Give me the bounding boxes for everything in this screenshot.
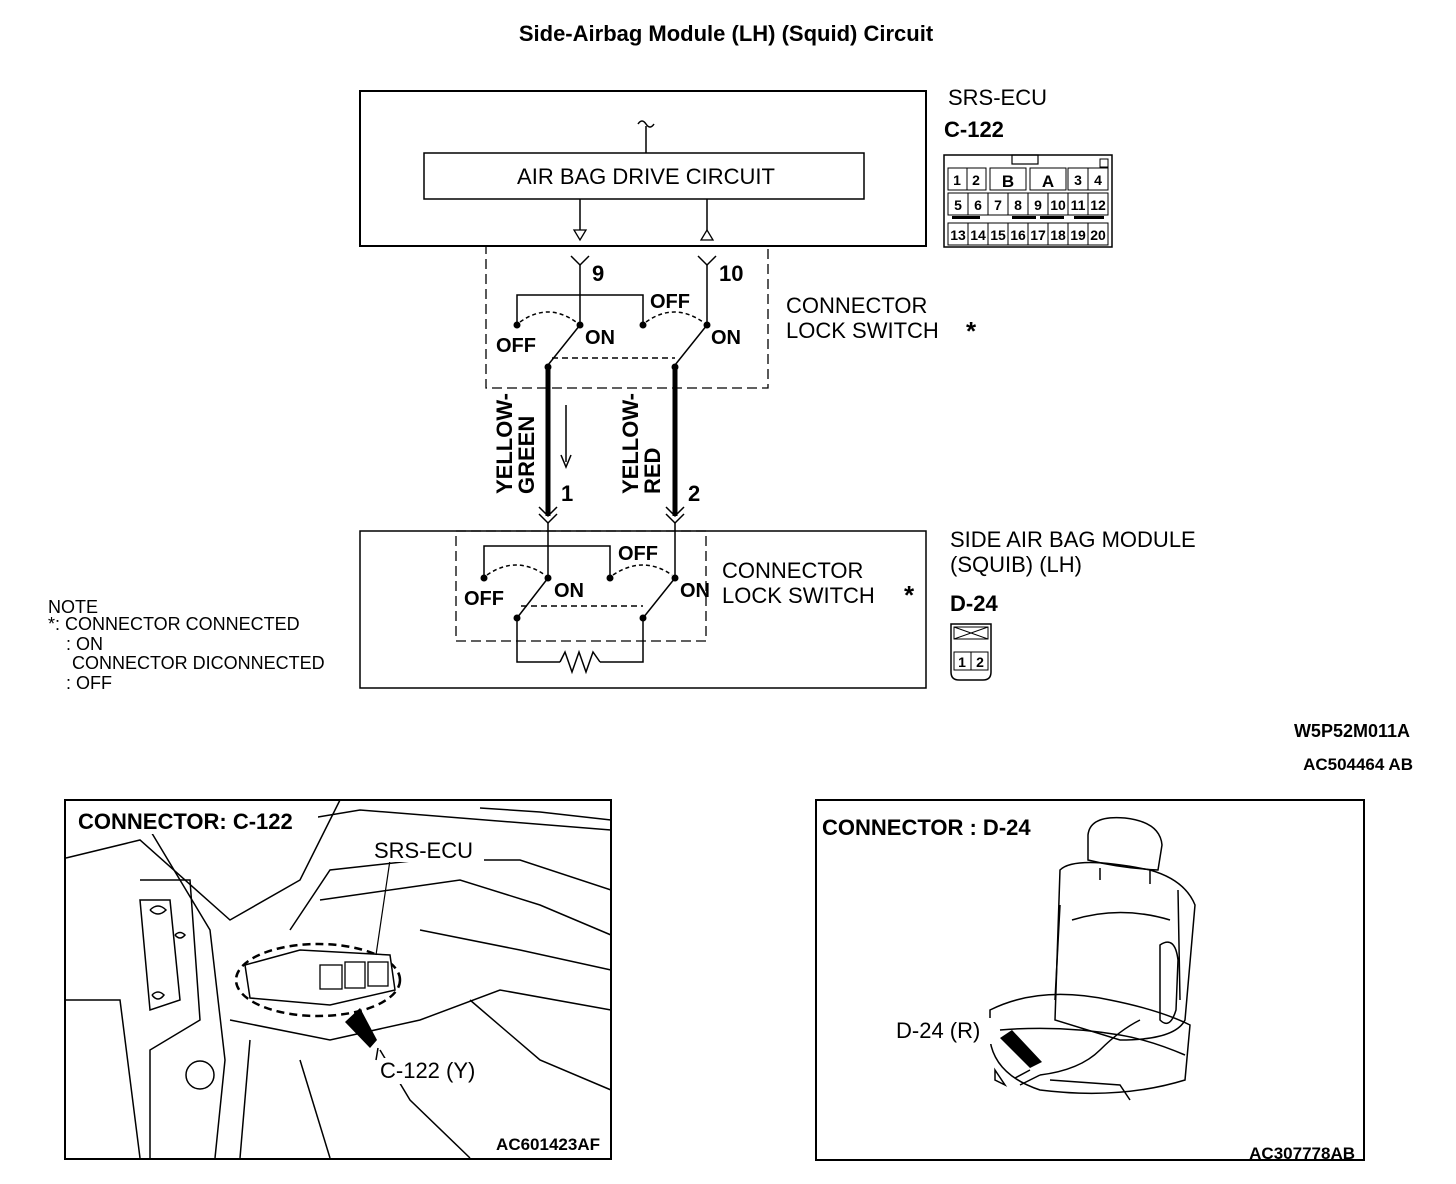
- svg-text:19: 19: [1070, 227, 1086, 243]
- bottom-on-2: ON: [680, 580, 710, 602]
- svg-text:11: 11: [1071, 197, 1086, 213]
- wire-label-left: YELLOW- GREEN: [492, 393, 539, 494]
- d24-pointer-arrow-icon: [1000, 1030, 1042, 1068]
- svg-text:4: 4: [1094, 172, 1102, 188]
- wire-pin-2-label: 2: [688, 481, 700, 506]
- top-on-1: ON: [585, 327, 615, 349]
- lock-switch-bottom-nodes: [480, 574, 679, 622]
- svg-text:*: CONNECTOR CONNECTED: *: CONNECTOR CONNECTED: [48, 614, 300, 634]
- top-off-1: OFF: [496, 335, 536, 357]
- svg-text:14: 14: [970, 227, 986, 243]
- drive-circuit-label: AIR BAG DRIVE CIRCUIT: [517, 164, 775, 189]
- module-name-2: (SQUIB) (LH): [950, 552, 1082, 577]
- photo-c122-ecu-label: SRS-ECU: [374, 838, 473, 863]
- top-lock-switch-asterisk: *: [966, 316, 977, 346]
- output-triangle-icon: [572, 229, 588, 242]
- svg-text:7: 7: [994, 197, 1002, 213]
- svg-text:1: 1: [953, 172, 961, 188]
- photo-c122-code: AC601423AF: [496, 1135, 600, 1154]
- svg-text:A: A: [1042, 172, 1054, 191]
- drive-circuit-box: [423, 152, 865, 200]
- figure-code: AC504464 AB: [1303, 755, 1413, 774]
- d24-pin-2: 2: [976, 654, 984, 670]
- c122-pin-labels: 1 2 B A 3 4 5 6 7 8 9 10 11 12 13 14 15 …: [950, 172, 1106, 243]
- photo-c122-heading: CONNECTOR: C-122: [78, 809, 293, 834]
- svg-text:3: 3: [1074, 172, 1082, 188]
- svg-text:16: 16: [1010, 227, 1026, 243]
- svg-text:8: 8: [1014, 197, 1022, 213]
- svg-text:12: 12: [1090, 197, 1106, 213]
- top-on-2: ON: [711, 327, 741, 349]
- d24-seat-illustration: [989, 816, 1196, 1101]
- input-triangle-icon: [699, 228, 715, 241]
- svg-text:13: 13: [950, 227, 966, 243]
- diagram-title: Side-Airbag Module (LH) (Squid) Circuit: [519, 21, 934, 46]
- svg-text:9: 9: [1034, 197, 1042, 213]
- lock-switch-top-box: [485, 245, 769, 389]
- note-block: NOTE *: CONNECTOR CONNECTED : ON CONNECT…: [48, 597, 325, 693]
- d24-pin-1: 1: [958, 654, 966, 670]
- c122-ecu-leader: [375, 859, 391, 956]
- c122-ecu-unit: [234, 942, 402, 1018]
- bottom-lock-switch-label-2: LOCK SWITCH: [722, 583, 875, 608]
- bottom-lock-switch-asterisk: *: [904, 580, 915, 610]
- terminal-9-fork: [570, 255, 590, 267]
- svg-text:15: 15: [990, 227, 1006, 243]
- wire-pin-1-label: 1: [561, 481, 573, 506]
- svg-text:6: 6: [974, 197, 982, 213]
- d24-connector-face: [950, 623, 992, 681]
- photo-c122-panel: [64, 799, 612, 1160]
- diagram-code: W5P52M011A: [1294, 721, 1410, 741]
- terminal-10-label: 10: [719, 261, 743, 286]
- ecu-connector-id: C-122: [944, 117, 1004, 142]
- svg-text:YELLOW-: YELLOW-: [618, 393, 643, 494]
- module-connector-id: D-24: [950, 591, 998, 616]
- svg-text:CONNECTOR DICONNECTED: CONNECTOR DICONNECTED: [72, 653, 325, 673]
- top-lock-switch-label-1: CONNECTOR: [786, 293, 927, 318]
- svg-text:YELLOW-: YELLOW-: [492, 393, 517, 494]
- lock-switch-bottom-box: [455, 530, 707, 642]
- bottom-off-1: OFF: [464, 588, 504, 610]
- photo-c122-conn-label: C-122 (Y): [380, 1058, 475, 1083]
- svg-text:17: 17: [1030, 227, 1046, 243]
- bottom-lock-switch-label-1: CONNECTOR: [722, 558, 863, 583]
- svg-text:NOTE: NOTE: [48, 597, 98, 617]
- module-name-1: SIDE AIR BAG MODULE: [950, 527, 1196, 552]
- photo-d24-code: AC307778AB: [1249, 1144, 1355, 1163]
- svg-text:: ON: : ON: [66, 634, 103, 654]
- terminal-10-fork: [697, 255, 717, 267]
- top-off-2: OFF: [650, 291, 690, 313]
- svg-text:20: 20: [1090, 227, 1106, 243]
- current-arrow-head-icon: [560, 454, 572, 469]
- svg-text:RED: RED: [640, 448, 665, 494]
- top-lock-switch-label-2: LOCK SWITCH: [786, 318, 939, 343]
- lock-switch-top-wiring: [516, 265, 708, 366]
- photo-d24-heading: CONNECTOR : D-24: [822, 815, 1031, 840]
- supply-tilde-icon: [637, 120, 655, 128]
- svg-text:: OFF: : OFF: [66, 673, 112, 693]
- c122-pointer-arrow-icon: [345, 1008, 377, 1048]
- c122-connector-face: [943, 154, 1113, 248]
- svg-text:5: 5: [954, 197, 962, 213]
- wire-label-right: YELLOW- RED: [618, 393, 665, 494]
- connector-chevrons: [538, 506, 685, 525]
- svg-text:18: 18: [1050, 227, 1066, 243]
- bottom-off-2: OFF: [618, 543, 658, 565]
- svg-text:GREEN: GREEN: [514, 416, 539, 494]
- lock-switch-bottom-wiring: [483, 523, 676, 675]
- svg-text:2: 2: [972, 172, 980, 188]
- photo-d24-panel: [815, 799, 1365, 1161]
- ecu-name: SRS-ECU: [948, 85, 1047, 110]
- bottom-on-1: ON: [554, 580, 584, 602]
- terminal-9-label: 9: [592, 261, 604, 286]
- photo-d24-conn-label: D-24 (R): [896, 1018, 980, 1043]
- c122-dashboard-illustration: [65, 799, 612, 1159]
- svg-text:10: 10: [1050, 197, 1066, 213]
- svg-text:B: B: [1002, 172, 1014, 191]
